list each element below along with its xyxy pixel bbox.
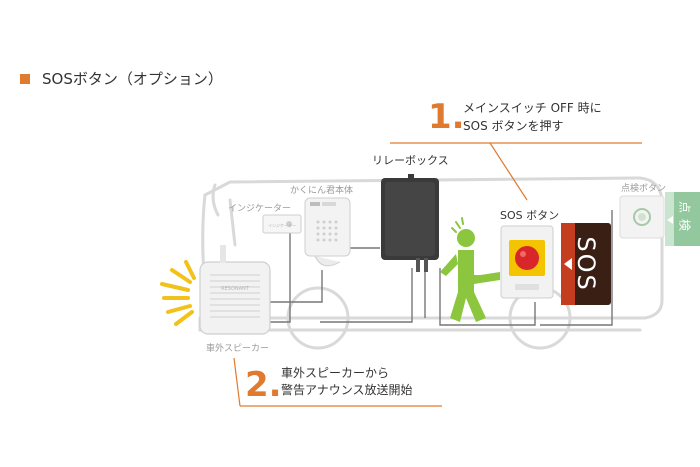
step1-line1: メインスイッチ OFF 時に [463,101,602,115]
sos-sign-text: SOS [572,236,600,291]
step2-line1: 車外スピーカーから [281,366,390,380]
speaker-logo-text: RESONANT [221,286,250,292]
check-sign [665,192,700,246]
step1-number: 1. [428,97,465,137]
step2-number: 2. [245,365,282,405]
indicator-label: インジケーター [228,204,292,214]
person-pressing-icon [440,229,500,322]
title-bullet [20,73,30,84]
indicator-inner-text: インジケーター [268,222,296,228]
external-speaker-device [199,245,271,335]
step1-callout [390,142,642,201]
sos-sign [561,223,611,305]
external-speaker-label: 車外スピーカー [206,344,270,354]
relay-box-device [381,174,439,272]
check-button-device [619,195,665,239]
section-title: SOSボタン（オプション） [20,68,223,89]
step2-callout [233,357,442,407]
emphasis-lines-icon [451,217,464,233]
check-button-label: 点検ボタン [621,184,667,194]
main-unit-device [304,197,351,267]
indicator-device [262,214,302,234]
page-title: SOSボタン（オプション） [42,70,223,88]
check-sign-text: 点検 [678,201,692,237]
main-unit-label: かくにん君本体 [290,186,354,196]
sos-button-device [500,225,554,299]
sound-burst-icon [160,260,196,326]
sos-button-label: SOS ボタン [500,209,560,222]
step2-line2: 警告アナウンス放送開始 [281,383,413,397]
step1-line2: SOS ボタンを押す [463,119,564,133]
relay-box-label: リレーボックス [372,154,449,167]
